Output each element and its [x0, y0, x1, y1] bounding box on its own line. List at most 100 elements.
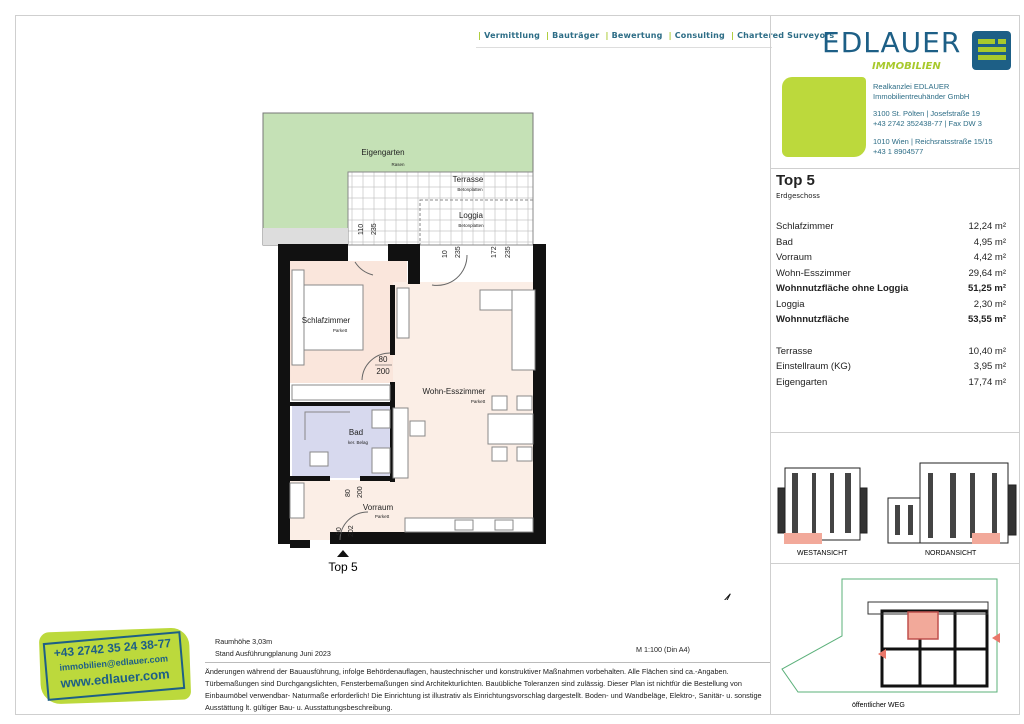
plan-status: Stand Ausführungplanung Juni 2023	[215, 649, 331, 658]
nav-bautraeger[interactable]: Bauträger	[552, 31, 600, 40]
elevations: WESTANSICHT NORDANSICHT	[777, 462, 1017, 557]
entry-label: Top 5	[328, 560, 358, 574]
area-value: 4,42 m²	[973, 252, 1006, 263]
disclaimer: Änderungen während der Bauausführung, in…	[205, 662, 770, 714]
area-label: Wohnnutzfläche ohne Loggia	[776, 283, 909, 294]
unit-title: Top 5	[776, 172, 815, 189]
page-frame	[15, 15, 1020, 715]
area-label: Einstellraum (KG)	[776, 361, 851, 372]
terrace-floor: Betonplatten	[457, 187, 483, 192]
floor-plan: Eigengarten Rasen Terrasse Betonplatten …	[262, 112, 731, 600]
unit-floor: Erdgeschoss	[776, 192, 820, 200]
gravel-strip	[263, 228, 348, 245]
public-path-label: öffentlicher WEG	[852, 702, 905, 709]
hallway	[290, 480, 395, 540]
area-row: Terrasse 10,40 m²	[776, 346, 1006, 357]
area-row: Schlafzimmer 12,24 m²	[776, 221, 1006, 232]
dim-bath-door-height: 200	[357, 486, 364, 498]
area-label: Terrasse	[776, 346, 813, 357]
bedroom-floor: Parkett	[333, 328, 348, 333]
dim-2-b: 235	[455, 246, 462, 258]
dim-3-b: 235	[505, 246, 512, 258]
north-label: NORDANSICHT	[925, 550, 977, 557]
unit-highlight	[907, 611, 939, 640]
entry-arrow-icon	[337, 550, 349, 557]
shower	[304, 411, 350, 440]
hall-label: Vorraum	[363, 503, 394, 512]
area-value: 3,95 m²	[973, 361, 1006, 372]
north-arrow-icon: N	[707, 593, 731, 600]
area-value: 10,40 m²	[968, 346, 1007, 357]
divider	[476, 47, 772, 48]
entry-arrow-icon	[992, 633, 1000, 643]
living-floor: Parkett	[471, 399, 486, 404]
area-row: Wohn-Esszimmer 29,64 m²	[776, 268, 1006, 279]
dim-1-b: 235	[371, 223, 378, 235]
dim-entry-height: 202	[348, 525, 355, 537]
brand-color-swatch	[782, 77, 866, 157]
loggia	[419, 199, 534, 246]
terrace	[347, 171, 534, 246]
area-value: 2,30 m²	[973, 299, 1006, 310]
hall-floor: Parkett	[375, 514, 390, 519]
nav-vermittlung[interactable]: Vermittlung	[484, 31, 541, 40]
room-height: Raumhöhe 3,03m	[215, 637, 273, 646]
area-row: Einstellraum (KG) 3,95 m²	[776, 361, 1006, 372]
area-row: Loggia 2,30 m²	[776, 299, 1006, 310]
divider	[770, 432, 1020, 433]
area-label: Loggia	[776, 299, 805, 310]
plot-boundary	[781, 578, 998, 693]
area-row: Wohnnutzfläche ohne Loggia 51,25 m²	[776, 283, 1006, 294]
furniture	[289, 269, 536, 533]
right-panel	[770, 15, 1020, 715]
area-label: Wohn-Esszimmer	[776, 268, 851, 279]
west-elevation	[777, 467, 868, 544]
area-label: Eigengarten	[776, 377, 828, 388]
area-value: 51,25 m²	[967, 283, 1006, 294]
dim-3-a: 172	[491, 246, 498, 258]
garden-floor: Rasen	[391, 162, 405, 167]
dim-2-a: 10	[442, 250, 449, 258]
area-label: Bad	[776, 237, 793, 248]
area-value: 12,24 m²	[968, 221, 1007, 232]
brand-tagline: IMMOBILIEN	[872, 61, 941, 72]
west-label: WESTANSICHT	[797, 550, 848, 557]
brand-logo-icon	[972, 31, 1011, 70]
contact-stamp: +43 2742 35 24 38-77 immobilien@edlauer.…	[42, 631, 186, 701]
area-label: Schlafzimmer	[776, 221, 834, 232]
bath-floor: ker. Belag	[348, 440, 369, 445]
terrace-label: Terrasse	[453, 175, 484, 184]
area-row: Bad 4,95 m²	[776, 237, 1006, 248]
address-wien: 1010 Wien | Reichsratsstraße 15/15+43 1 …	[873, 137, 993, 156]
top-nav: |Vermittlung |Bauträger |Bewertung |Cons…	[478, 31, 835, 40]
north-elevation	[887, 462, 1017, 544]
area-label: Vorraum	[776, 252, 812, 263]
area-row: Vorraum 4,42 m²	[776, 252, 1006, 263]
nav-chartered-surveyors[interactable]: Chartered Surveyors	[737, 31, 835, 40]
living-label: Wohn-Esszimmer	[423, 387, 486, 396]
dim-bed-door-width: 80	[379, 355, 388, 364]
area-value: 29,64 m²	[968, 268, 1007, 279]
entry-arrow-icon	[878, 649, 886, 659]
living-room	[393, 282, 535, 535]
nav-consulting[interactable]: Consulting	[674, 31, 725, 40]
area-label: Wohnnutzfläche	[776, 314, 850, 325]
dim-entry-width: 90	[336, 527, 343, 535]
area-value: 53,55 m²	[967, 314, 1006, 325]
area-row: Wohnnutzfläche 53,55 m²	[776, 314, 1006, 325]
area-value: 4,95 m²	[973, 237, 1006, 248]
loggia-label: Loggia	[459, 211, 484, 220]
garden-label: Eigengarten	[361, 148, 404, 157]
bedroom-label: Schlafzimmer	[302, 316, 351, 325]
dim-bed-door-height: 200	[376, 367, 390, 376]
address-st-poelten: 3100 St. Pölten | Josefstraße 19+43 2742…	[873, 109, 982, 128]
dim-bath-door-width: 80	[345, 489, 352, 497]
bath-label: Bad	[349, 428, 363, 437]
scale-ratio: M 1:100 (Din A4)	[636, 645, 690, 654]
nav-bewertung[interactable]: Bewertung	[611, 31, 663, 40]
dim-1-a: 110	[358, 224, 365, 235]
divider	[770, 563, 1020, 564]
divider	[770, 168, 1020, 169]
